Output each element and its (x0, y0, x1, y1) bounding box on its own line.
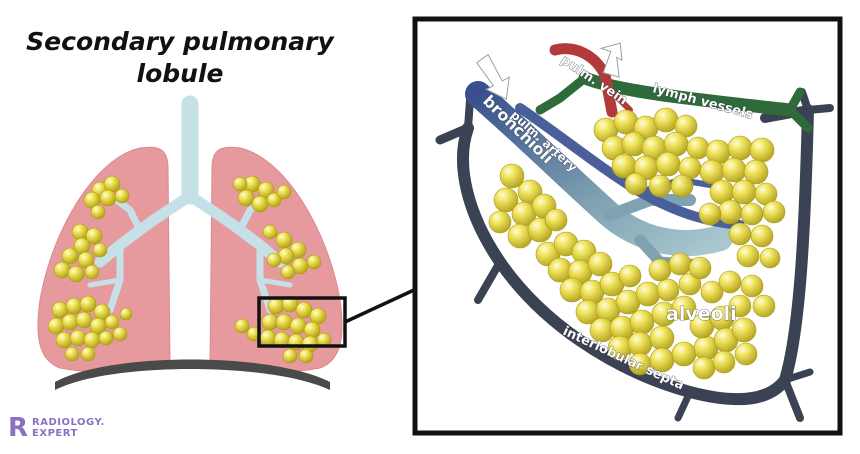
vein-outflow-arrow (599, 42, 623, 78)
diaphragm (55, 359, 330, 390)
lobule-detail-panel: pulm. vein lymph vessels bronchioli pulm… (412, 16, 843, 436)
title-line-2: lobule (136, 59, 224, 88)
lungs (37, 95, 347, 390)
detail-alveoli (488, 107, 786, 380)
zoom-connector (344, 288, 415, 324)
airway-tree (87, 95, 293, 314)
pulmonary-vein (549, 43, 633, 118)
bronchiole-inflow-arrow (476, 53, 510, 100)
logo-mark: R (8, 413, 29, 443)
radiology-expert-logo: R RADIOLOGY. EXPERT (8, 414, 105, 442)
label-alveoli: alveoli (666, 303, 737, 325)
diagram-title: Secondary pulmonary lobule (10, 26, 350, 90)
lymph-vessels (535, 71, 813, 133)
interlobular-septa (435, 88, 834, 422)
logo-line-1: RADIOLOGY. (32, 417, 105, 428)
logo-line-2: EXPERT (32, 428, 78, 439)
title-line-1: Secondary pulmonary (26, 27, 334, 56)
lung-alveoli (47, 175, 332, 364)
flow-arrows (476, 42, 623, 100)
